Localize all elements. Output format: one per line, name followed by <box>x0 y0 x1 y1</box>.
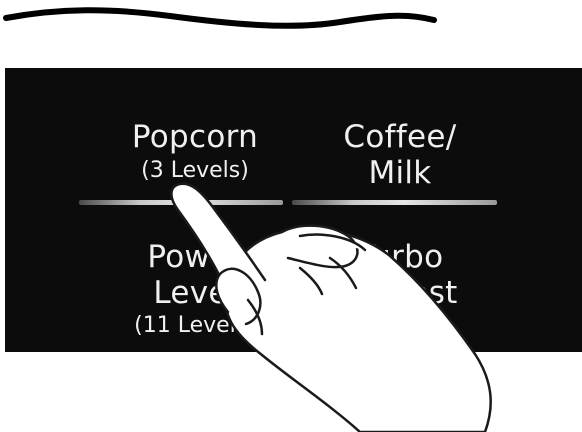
turbo-label-line2: Defrost <box>305 276 495 312</box>
popcorn-levels: (3 Levels) <box>100 158 290 183</box>
popcorn-button[interactable]: Popcorn (3 Levels) <box>100 120 290 183</box>
power-level-button[interactable]: Power Level (11 Levels) <box>100 240 290 339</box>
divider-right <box>292 200 497 205</box>
wavy-break-line <box>0 0 582 60</box>
divider-left <box>79 200 283 205</box>
coffee-label-line1: Coffee/ <box>305 120 495 156</box>
turbo-defrost-button[interactable]: Turbo Defrost <box>305 240 495 313</box>
coffee-milk-button[interactable]: Coffee/ Milk <box>305 120 495 191</box>
power-label-line2: Level <box>100 276 290 312</box>
power-levels: (11 Levels) <box>100 313 290 338</box>
popcorn-label: Popcorn <box>100 120 290 156</box>
coffee-label-line2: Milk <box>305 156 495 192</box>
control-panel: Popcorn (3 Levels) Coffee/ Milk Power Le… <box>5 68 582 352</box>
power-label-line1: Power <box>100 240 290 276</box>
turbo-label-line1: Turbo <box>305 240 495 276</box>
